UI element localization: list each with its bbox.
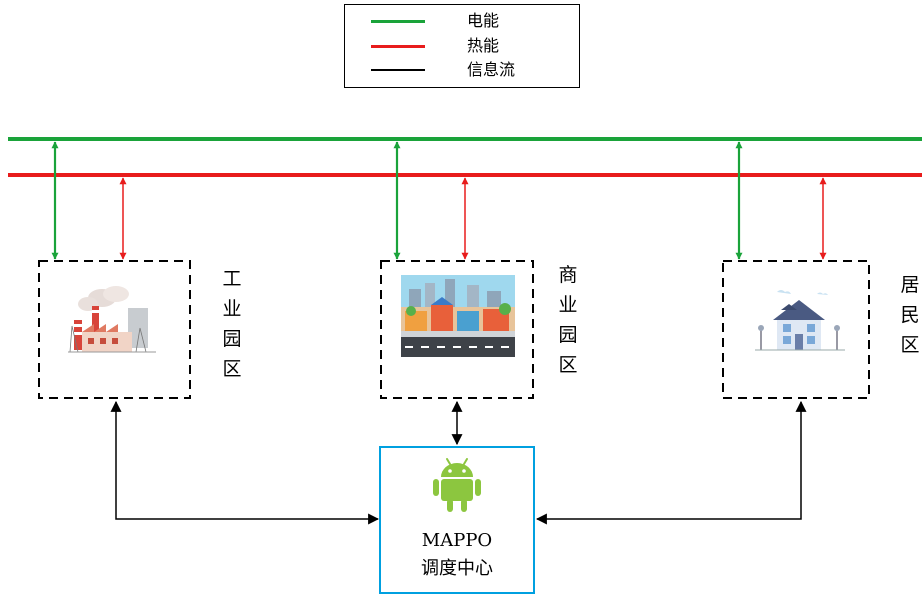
residential-zone-box [722, 260, 870, 399]
commercial-zone-box [380, 260, 534, 399]
android-icon [433, 458, 481, 512]
industrial-zone-label: 工业园区 [222, 268, 242, 380]
legend: 电能 热能 信息流 [344, 4, 580, 88]
factory-icon [68, 286, 156, 353]
info-link-industrial [110, 400, 380, 525]
commercial-zone-label: 商业园区 [558, 264, 578, 376]
legend-item-heat: 热能 [345, 34, 579, 58]
residential-zone-label: 居民区 [900, 274, 920, 356]
info-link-residential [535, 400, 807, 525]
dispatch-center-title: MAPPO [421, 530, 493, 551]
legend-label-electric: 电能 [467, 11, 500, 30]
legend-item-info: 信息流 [345, 58, 579, 82]
legend-swatch-heat [371, 45, 425, 48]
legend-label-info: 信息流 [467, 60, 516, 79]
industrial-zone-box [38, 260, 191, 399]
dispatch-center-subtitle: 调度中心 [421, 558, 493, 579]
legend-swatch-electric [371, 20, 425, 23]
legend-label-heat: 热能 [467, 36, 500, 55]
legend-item-electric: 电能 [345, 9, 579, 33]
legend-swatch-info [371, 69, 425, 71]
commercial-street-icon [401, 275, 515, 357]
house-icon [755, 290, 845, 351]
dispatch-center-box: MAPPO 调度中心 [379, 446, 535, 594]
